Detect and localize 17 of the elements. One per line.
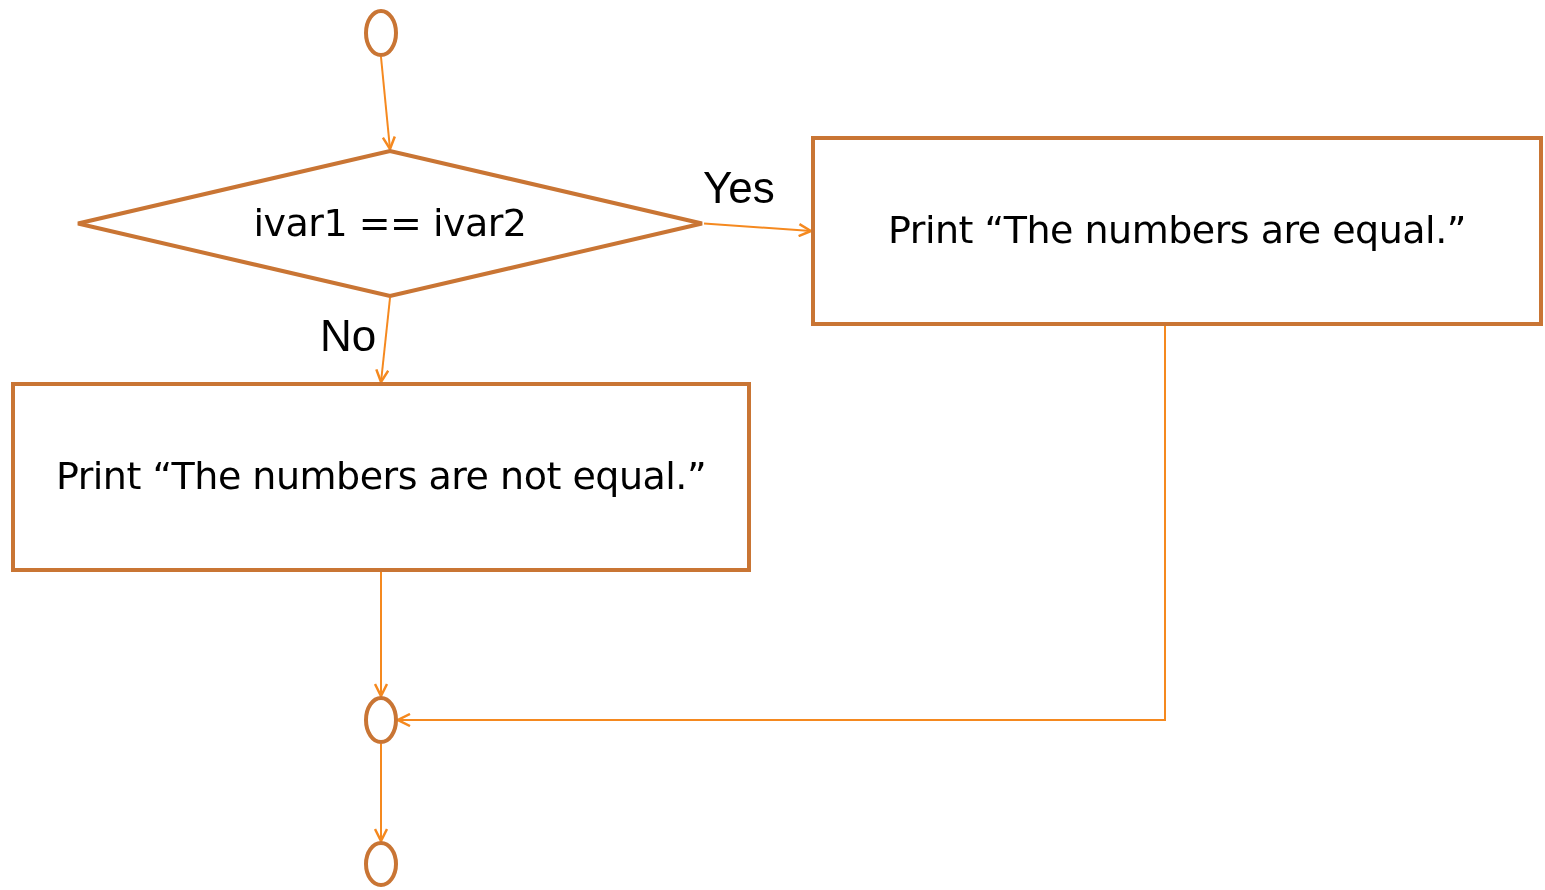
node-text: Print “The numbers are not equal.” [55,453,707,501]
connector-circle [364,696,398,744]
arrow [373,571,389,698]
arrow [375,297,391,384]
arrow [373,743,389,843]
node-text: ivar1 == ivar2 [253,199,527,247]
node-text: Print “The numbers are equal.” [888,207,1466,255]
arrow [396,325,1166,728]
process-box [811,136,1543,326]
decision-diamond [76,149,704,298]
process-box [11,382,751,572]
arrow [380,56,397,151]
connector-circle [364,841,398,887]
edge-label: No [320,314,377,358]
edge-label: Yes [703,166,775,210]
connector-circle [364,9,398,57]
arrow [703,222,813,238]
